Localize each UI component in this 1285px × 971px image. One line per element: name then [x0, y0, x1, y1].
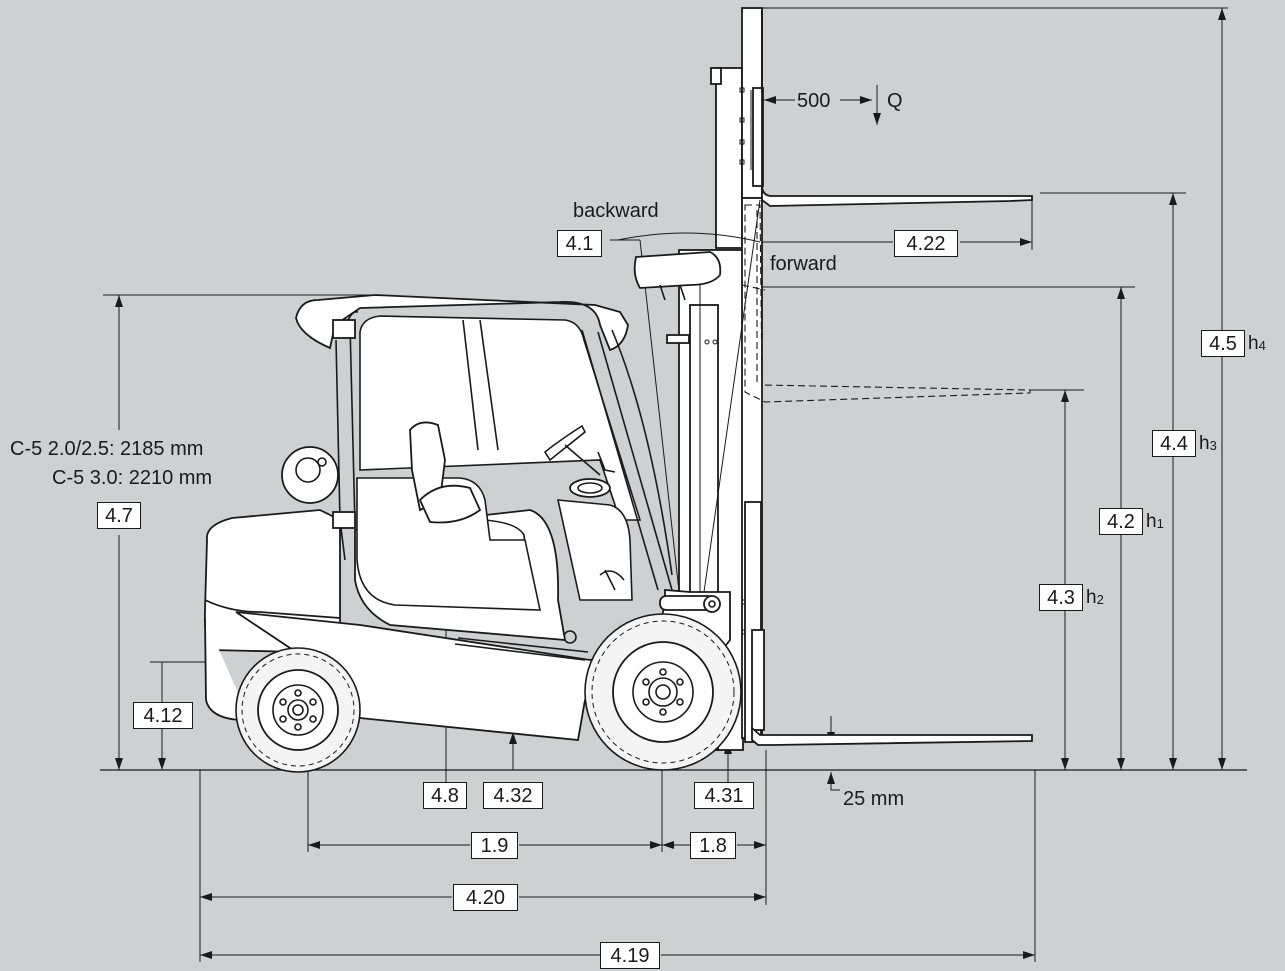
rear-wheel	[235, 647, 361, 773]
length-dimension-lines	[199, 750, 1036, 962]
fork-clearance-label: 25 mm	[843, 788, 905, 810]
overhead-guard-height-dim	[103, 294, 380, 770]
tilt-arc	[617, 232, 761, 243]
steering-wheel	[543, 424, 625, 591]
front-wheel	[584, 613, 742, 771]
tilt-cylinder	[659, 595, 721, 613]
height-dimension-lines	[760, 7, 1228, 770]
code-4-2: 4.2	[1099, 508, 1143, 535]
code-4-7: 4.7	[97, 502, 141, 529]
code-4-32: 4.32	[483, 782, 543, 809]
code-4-31: 4.31	[694, 782, 754, 809]
overhead-height-text-2: C-5 3.0: 2210 mm	[52, 467, 213, 489]
code-4-19: 4.19	[600, 942, 660, 969]
code-4-3: 4.3	[1039, 584, 1083, 611]
upper-fork	[752, 10, 1033, 207]
forward-label: forward	[770, 253, 837, 275]
code-4-12: 4.12	[133, 702, 193, 729]
code-1-8: 1.8	[690, 832, 736, 859]
code-4-22: 4.22	[894, 230, 958, 257]
operator-seat	[409, 421, 482, 524]
overhead-guard	[295, 294, 673, 591]
code-4-20: 4.20	[453, 884, 518, 911]
tilted-fork-dashed	[741, 204, 1031, 403]
symbol-h2: h2	[1086, 587, 1104, 608]
door-window	[356, 477, 541, 611]
code-1-9: 1.9	[471, 832, 518, 859]
lower-fork	[744, 501, 1033, 746]
code-4-1: 4.1	[557, 230, 602, 257]
lpg-tank	[281, 446, 339, 504]
symbol-h4: h4	[1248, 333, 1266, 354]
load-label: Q	[887, 90, 903, 112]
headlight	[633, 251, 722, 301]
code-4-4: 4.4	[1152, 430, 1196, 457]
code-4-8: 4.8	[423, 782, 467, 809]
load-center-label: 500	[797, 90, 831, 112]
symbol-h3: h3	[1199, 433, 1217, 454]
overhead-height-text-1: C-5 2.0/2.5: 2185 mm	[10, 438, 204, 460]
backward-label: backward	[573, 200, 659, 222]
front-window	[556, 499, 633, 601]
code-4-5: 4.5	[1201, 330, 1245, 357]
load-center-arrows	[764, 85, 881, 125]
fork-length-arrow	[762, 196, 1033, 250]
symbol-h1: h1	[1146, 511, 1164, 532]
